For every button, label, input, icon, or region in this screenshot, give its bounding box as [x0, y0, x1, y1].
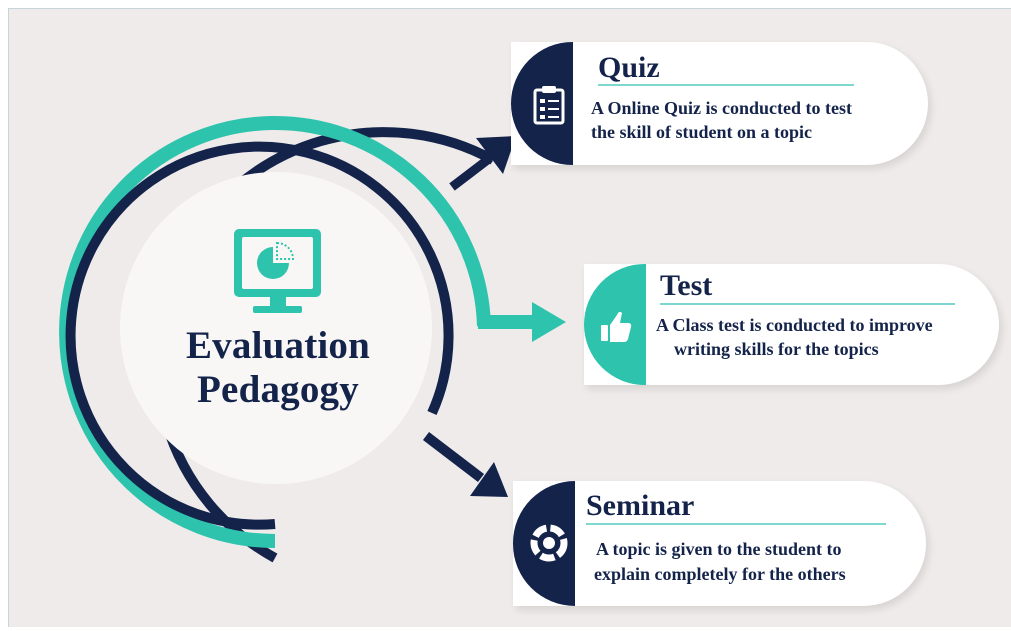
- seminar-title: Seminar: [586, 489, 695, 522]
- test-description-line-1: A Class test is conducted to improve: [656, 315, 933, 335]
- seminar-card: Seminar A topic is given to the student …: [513, 481, 926, 606]
- arrow-to-seminar: [422, 432, 508, 497]
- arrow-to-test: [478, 302, 566, 342]
- clipboard-checklist-icon: [533, 86, 565, 125]
- quiz-rule: [598, 84, 854, 86]
- center-circle: [120, 172, 432, 484]
- inner-navy-arc: [65, 141, 454, 530]
- center-title: Evaluation Pedagogy: [168, 324, 388, 412]
- thumbs-up-icon: [601, 311, 632, 342]
- teal-arc: [59, 116, 491, 548]
- quiz-description-line-2: the skill of student on a topic: [591, 122, 813, 142]
- test-rule: [660, 303, 955, 305]
- quiz-description-line-1: A Online Quiz is conducted to test: [591, 98, 853, 118]
- quiz-title: Quiz: [598, 51, 660, 84]
- center-title-line-1: Evaluation: [185, 324, 371, 367]
- test-title: Test: [660, 269, 713, 302]
- monitor-pie-chart-icon: [234, 229, 321, 313]
- test-description-line-2: writing skills for the topics: [674, 339, 879, 359]
- seminar-rule: [586, 523, 886, 525]
- quiz-card: Quiz A Online Quiz is conducted to test …: [511, 42, 928, 165]
- test-card: Test A Class test is conducted to improv…: [584, 264, 999, 385]
- center-title-line-2: Pedagogy: [197, 368, 359, 411]
- arrow-to-quiz: [449, 136, 516, 191]
- circular-segments-icon: [530, 524, 568, 562]
- seminar-description-line-1: A topic is given to the student to: [596, 539, 842, 559]
- seminar-description-line-2: explain completely for the others: [594, 564, 846, 584]
